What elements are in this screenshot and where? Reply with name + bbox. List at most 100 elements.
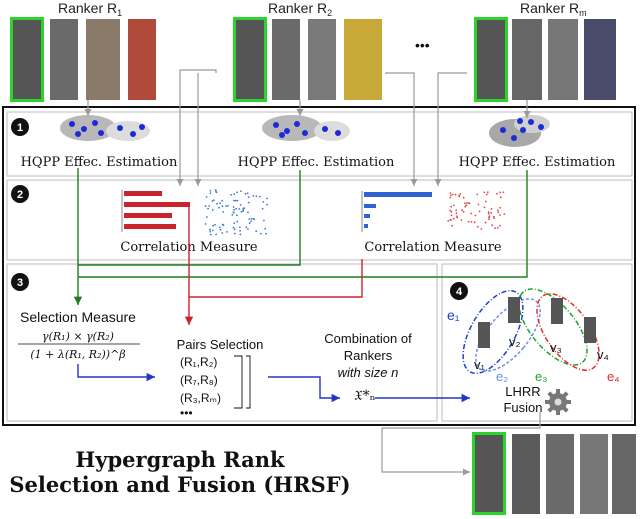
scatter-dot	[262, 201, 265, 203]
combination-symbol: 𝔛*ₙ	[354, 388, 376, 404]
scatter-dot	[219, 226, 221, 229]
scatter-1	[204, 189, 268, 236]
scatter-dot	[211, 229, 214, 232]
formula-numerator: γ(R₁) × γ(R₂)	[42, 330, 114, 343]
scatter-dot	[222, 211, 225, 213]
scatter-dot	[455, 212, 458, 215]
scatter-dot	[247, 196, 250, 199]
scatter-dot	[240, 211, 243, 213]
scatter-dot	[204, 205, 207, 208]
scatter-dot	[248, 218, 251, 221]
scatter-dot	[242, 210, 245, 213]
scatter-dot	[467, 202, 470, 204]
step1-marker: 1	[11, 118, 29, 136]
scatter-dot	[477, 203, 480, 206]
scatter-dot	[490, 207, 493, 210]
scatter-dot	[215, 233, 218, 236]
scatter-dot	[209, 190, 212, 192]
scatter-dot	[450, 205, 452, 208]
scatter-dot	[449, 196, 452, 199]
scatter-dot	[235, 207, 238, 210]
flow-fusion-to-result	[381, 412, 541, 476]
ranker-ellipsis: •••	[415, 37, 430, 53]
scatter-dot	[490, 212, 493, 214]
green-line-2	[78, 170, 301, 266]
pairs-more: •••	[180, 406, 193, 420]
hqpp-cluster-2	[262, 115, 350, 141]
scatter-dot	[245, 226, 248, 229]
edge-label-e4: e₄	[607, 369, 620, 384]
scatter-dot	[232, 206, 235, 208]
hqpp-cluster-1	[60, 115, 150, 141]
ranker-1-images	[10, 17, 156, 102]
scatter-dot	[211, 200, 214, 202]
scatter-dot	[232, 226, 235, 229]
scatter-dot	[247, 201, 250, 204]
scatter-dot	[458, 195, 461, 198]
scatter-dot	[247, 228, 249, 231]
fusion-label-2: Fusion	[503, 400, 542, 415]
combination-line-3: with size n	[338, 365, 399, 380]
scatter-dot	[487, 211, 490, 214]
scatter-dot	[227, 204, 229, 207]
scatter-dot	[266, 197, 268, 200]
scatter-dot	[236, 199, 239, 202]
scatter-dot	[449, 218, 452, 221]
step3-panel	[6, 263, 438, 422]
scatter-dot	[454, 193, 457, 196]
scatter-dot	[233, 208, 236, 211]
step1-panel	[6, 111, 633, 177]
scatter-dot	[452, 217, 455, 220]
ranker-m-images	[474, 17, 616, 102]
formula-denominator: (1 + λ(R₁, R₂))^β	[30, 348, 125, 361]
combination-line-1: Combination of	[324, 331, 412, 346]
blue-arrow-selection-to-pairs	[77, 364, 155, 382]
scatter-dot	[204, 223, 207, 225]
scatter-dot	[449, 192, 452, 194]
ranker-2-images	[233, 17, 382, 102]
scatter-dot	[447, 219, 450, 222]
flow-r2-to-corr2	[385, 72, 418, 186]
scatter-dot	[450, 194, 452, 197]
scatter-dot	[467, 220, 470, 223]
gear-icon	[545, 389, 571, 415]
scatter-dot	[225, 205, 227, 208]
correlation-label-2: Correlation Measure	[364, 240, 502, 255]
scatter-dot	[261, 207, 264, 210]
scatter-dot	[255, 230, 258, 233]
hyperedge-e4	[536, 293, 600, 371]
edge-label-e3: e₃	[535, 369, 548, 384]
scatter-dot	[252, 217, 255, 220]
scatter-dot	[247, 211, 249, 214]
scatter-dot	[208, 205, 211, 207]
scatter-dot	[494, 227, 497, 230]
scatter-dot	[483, 206, 486, 209]
ranker-m-label: Ranker Rm	[520, 0, 587, 18]
scatter-dot	[255, 195, 258, 198]
scatter-dot	[491, 224, 494, 227]
scatter-dot	[221, 232, 224, 234]
scatter-dot	[466, 202, 468, 204]
scatter-dot	[450, 210, 453, 213]
scatter-dot	[252, 195, 255, 197]
scatter-dot	[498, 224, 501, 227]
scatter-dot	[230, 194, 233, 196]
scatter-dot	[233, 232, 236, 235]
scatter-dot	[212, 224, 215, 227]
scatter-dot	[240, 190, 242, 193]
scatter-dot	[266, 203, 268, 206]
edge-label-e2: e₂	[496, 369, 508, 384]
scatter-dot	[473, 221, 476, 224]
scatter-dot	[236, 191, 239, 194]
scatter-dot	[496, 227, 499, 229]
pipeline-box	[2, 106, 636, 426]
scatter-dot	[499, 214, 501, 216]
scatter-dot	[503, 213, 506, 216]
step2-panel	[6, 179, 633, 261]
scatter-dot	[470, 212, 473, 215]
scatter-dot	[250, 220, 252, 223]
step4-marker: 4	[450, 282, 468, 300]
scatter-dot	[502, 191, 505, 194]
scatter-dot	[221, 223, 224, 226]
